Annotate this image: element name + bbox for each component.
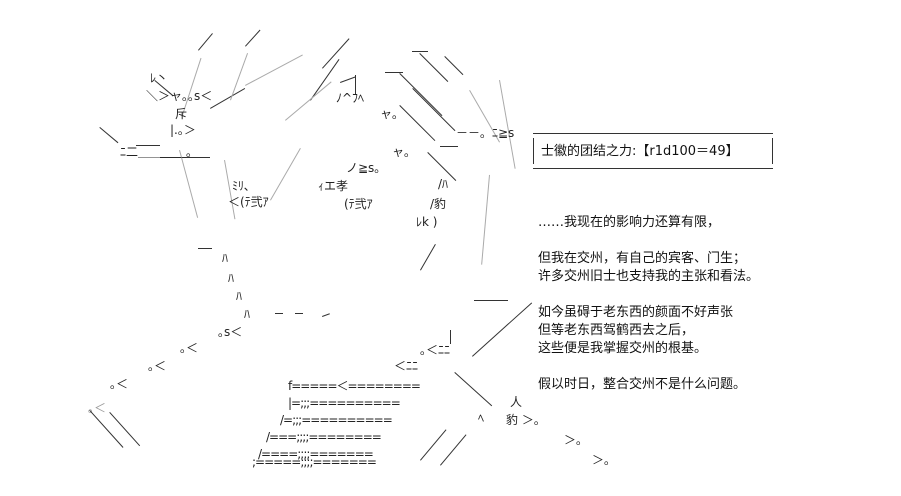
collar-row: ;=====;;;;======= xyxy=(252,455,377,469)
hair-stroke xyxy=(245,29,261,47)
dialogue-line: ……我现在的影响力还算有限， xyxy=(538,215,721,230)
art-glyph: 豹 ＞｡ xyxy=(506,413,540,427)
art-glyph: /豹 xyxy=(430,197,447,211)
hair-stroke xyxy=(399,105,436,142)
hair-stroke xyxy=(419,53,449,82)
hair-stroke xyxy=(340,76,356,83)
art-glyph: ﾚk ) xyxy=(416,215,438,229)
dialogue-line: 假以时日，整合交州不是什么问题。 xyxy=(538,377,747,392)
art-glyph: ｡＜ xyxy=(110,377,129,391)
art-dash xyxy=(295,313,303,314)
art-glyph: ノ≧s｡ xyxy=(346,161,381,175)
art-glyph: |.｡＞ xyxy=(170,123,196,137)
collar-row: f=====＜======== xyxy=(288,379,421,393)
art-glyph: ﾆ二＿＿＿＿｡ xyxy=(120,145,193,159)
collar-row: /=;;;========== xyxy=(280,413,393,427)
art-glyph: 人 xyxy=(510,395,523,409)
box-left-edge xyxy=(533,138,534,164)
hair-stroke xyxy=(385,72,403,73)
neck-line xyxy=(472,302,533,357)
dotted-strand xyxy=(270,148,301,201)
dialogue-line: 许多交州旧士也支持我的主张和看法。 xyxy=(538,269,760,284)
art-glyph: 斥 xyxy=(175,107,188,121)
art-glyph: ﾍ xyxy=(478,411,485,425)
dialogue-line: 但等老东西驾鹤西去之后， xyxy=(538,323,695,338)
art-glyph: ﾊ xyxy=(222,251,229,265)
dice-roll-text: 士徽的团结之力:【r1d100＝49】 xyxy=(541,144,739,159)
dice-roll-box: 士徽的团结之力:【r1d100＝49】 xyxy=(533,133,773,169)
art-glyph: ャ｡ xyxy=(392,145,411,159)
hair-stroke xyxy=(444,56,464,76)
shoulder-line xyxy=(454,372,493,407)
art-glyph: ｡＜ xyxy=(88,401,107,415)
dotted-strand xyxy=(230,53,249,101)
art-glyph: ｡＜ xyxy=(148,359,167,373)
dialogue-line: 如今虽碍于老东西的颜面不好声张 xyxy=(538,305,734,320)
shoulder-line xyxy=(440,434,467,466)
neck-line xyxy=(450,330,451,344)
dialogue-line: 这些便是我掌握交州的根基。 xyxy=(538,341,708,356)
hair-stroke xyxy=(440,146,458,147)
art-glyph: －－｡ xyxy=(456,126,487,140)
art-dash xyxy=(275,313,283,314)
art-glyph: ﾚ丶 xyxy=(150,71,169,85)
art-glyph: ＼＞ャ｡｡s＜ xyxy=(146,89,213,103)
hair-stroke xyxy=(160,157,210,158)
hair-stroke xyxy=(198,33,213,51)
art-glyph: ｨエ孝 xyxy=(318,179,349,193)
art-glyph: ﾆ≧s xyxy=(492,126,515,140)
collar-row: |=;;;========== xyxy=(288,396,401,410)
art-glyph: ャ｡ xyxy=(380,107,399,121)
art-dash xyxy=(198,248,212,249)
art-glyph: ＞｡ xyxy=(564,433,583,447)
art-glyph: ＞｡ xyxy=(592,453,611,467)
neck-line xyxy=(420,244,436,271)
shoulder-line xyxy=(89,410,124,448)
art-glyph: ｡s＜ xyxy=(218,325,243,339)
dotted-strand xyxy=(245,54,303,86)
dotted-strand xyxy=(285,81,332,121)
dotted-strand xyxy=(499,80,516,169)
hair-stroke xyxy=(99,127,119,144)
hair-stroke xyxy=(136,145,160,146)
art-glyph: ﾉ^ﾌﾍ xyxy=(336,91,365,105)
art-glyph: ﾊ xyxy=(228,271,235,285)
hair-stroke xyxy=(412,51,428,52)
art-glyph: (ﾃ弐ｱ xyxy=(344,197,373,211)
shoulder-line xyxy=(420,429,447,461)
art-glyph: /ﾊ xyxy=(438,177,449,191)
art-glyph: ＜ﾆﾆ xyxy=(394,359,419,373)
art-dash xyxy=(322,313,330,317)
collar-row: /===;;;;======== xyxy=(266,430,382,444)
dotted-strand xyxy=(179,150,199,218)
hair-stroke xyxy=(210,88,246,109)
dotted-strand xyxy=(481,174,490,265)
neck-line xyxy=(474,300,508,301)
art-glyph: ＜(ﾃ弐ｱ xyxy=(228,195,269,209)
art-glyph: ｡＜ﾆﾆ xyxy=(420,343,451,357)
hair-stroke xyxy=(399,73,443,117)
hair-stroke xyxy=(355,75,356,95)
box-right-edge xyxy=(772,138,773,164)
collar-row: /====;;;;======= xyxy=(258,447,374,461)
art-glyph: ﾊ xyxy=(236,289,243,303)
dialogue-line: 但我在交州，有自己的宾客、门生； xyxy=(538,251,747,266)
art-glyph: ｡＜ xyxy=(180,341,199,355)
art-glyph: ﾐﾘ､ xyxy=(232,179,251,193)
art-glyph: ﾊ xyxy=(244,307,251,321)
shoulder-line xyxy=(109,412,141,447)
